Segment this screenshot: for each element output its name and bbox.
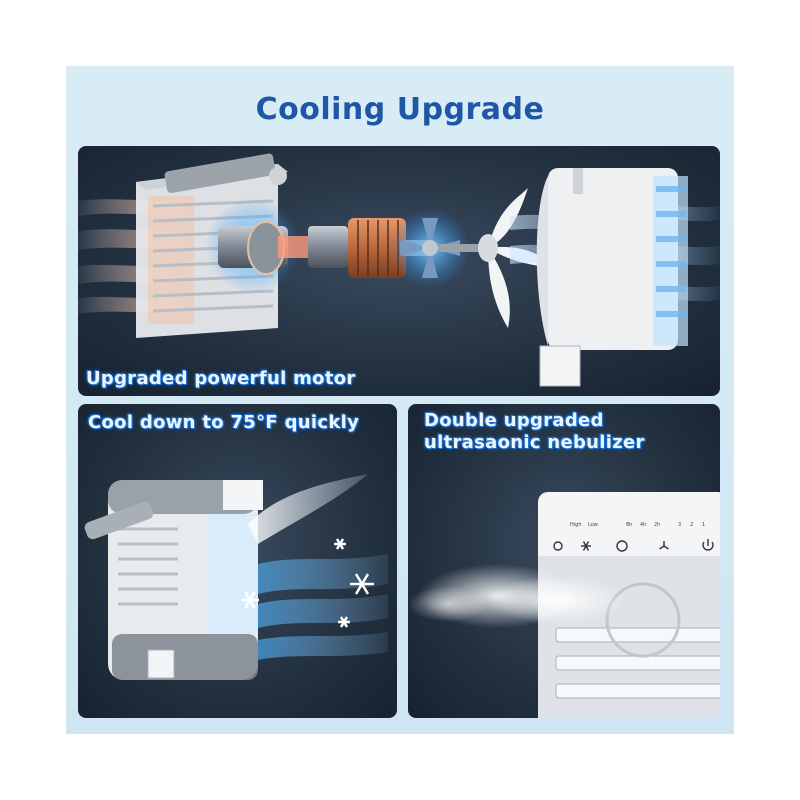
snowflake-icon — [581, 541, 591, 551]
motor-caption: Upgraded powerful motor — [86, 368, 356, 389]
label-low: Low — [588, 522, 598, 528]
cooler-illustration — [84, 474, 388, 680]
cooling-panel: Cool down to 75°F quickly — [78, 404, 397, 718]
fan-icon — [659, 541, 669, 550]
light-icon — [553, 541, 563, 551]
label-3: 3 — [678, 522, 681, 528]
nebulizer-panel: High Low 8h 4h 2h 3 2 1 Double upgraded … — [408, 404, 720, 718]
nebulizer-illustration: High Low 8h 4h 2h 3 2 1 — [408, 492, 720, 718]
page-title: Cooling Upgrade — [255, 92, 545, 127]
label-2h: 2h — [654, 522, 660, 528]
cold-mist — [248, 474, 388, 660]
label-4h: 4h — [640, 522, 646, 528]
cooler-device — [84, 480, 263, 680]
motor-assembly — [205, 198, 488, 294]
power-icon — [702, 541, 714, 551]
nebulizer-caption: Double upgraded ultrasaonic nebulizer — [424, 410, 645, 453]
cooling-caption: Cool down to 75°F quickly — [88, 412, 360, 433]
label-8h: 8h — [626, 522, 632, 528]
cooler-unit-side — [536, 168, 688, 387]
label-high: High — [570, 522, 582, 528]
motor-illustration — [78, 153, 720, 387]
cooler-front — [538, 492, 720, 718]
nebulizer-mist — [408, 564, 628, 628]
timer-icon — [616, 540, 628, 552]
motor-panel: Upgraded powerful motor — [78, 146, 720, 396]
label-2: 2 — [690, 522, 693, 528]
control-panel: High Low 8h 4h 2h 3 2 1 — [553, 522, 714, 552]
snowflake-icon — [241, 538, 374, 628]
label-1: 1 — [702, 522, 705, 528]
